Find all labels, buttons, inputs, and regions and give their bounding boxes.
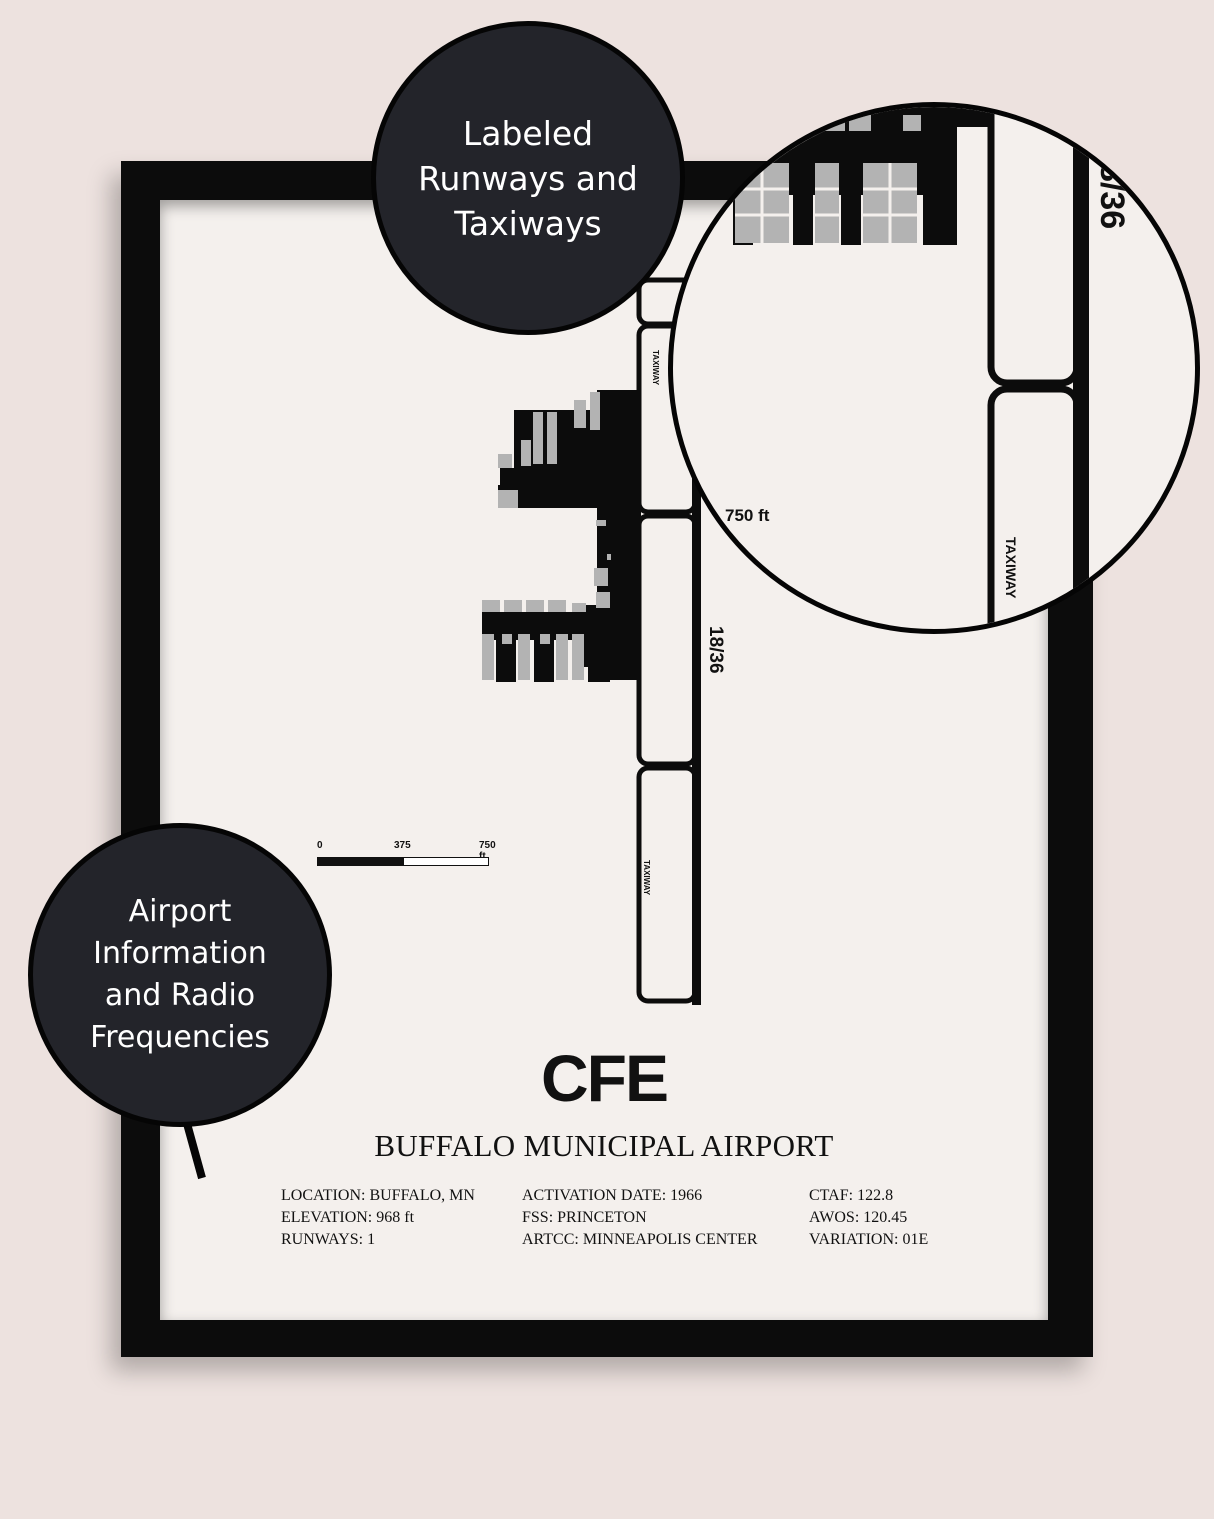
info-artcc: ARTCC: MINNEAPOLIS CENTER bbox=[522, 1231, 758, 1248]
callout-top-line-2: Runways and bbox=[418, 158, 638, 198]
taxiway-label-north: TAXIWAY bbox=[651, 350, 660, 386]
airport-name: BUFFALO MUNICIPAL AIRPORT bbox=[374, 1128, 834, 1163]
scale-mid-label: 375 bbox=[394, 840, 411, 851]
info-ctaf: CTAF: 122.8 bbox=[809, 1187, 894, 1204]
info-elevation: ELEVATION: 968 ft bbox=[281, 1209, 415, 1226]
info-runways: RUNWAYS: 1 bbox=[281, 1231, 376, 1248]
taxiway-label-south: TAXIWAY bbox=[642, 860, 651, 896]
poster-paper: TAXIWAY TAXIWAY 18/36 0 375 750 ft CFE B… bbox=[160, 200, 1048, 1320]
scale-bar-empty bbox=[403, 857, 489, 866]
magnified-scale-label: 750 ft bbox=[725, 506, 770, 525]
scale-zero-label: 0 bbox=[317, 840, 323, 851]
scale-bar-filled bbox=[317, 857, 403, 866]
airport-code: CFE bbox=[541, 1041, 669, 1115]
info-column-2: ACTIVATION DATE: 1966 FSS: PRINCETON ART… bbox=[522, 1185, 758, 1251]
magnified-runway-label: 8/36 bbox=[1093, 163, 1131, 230]
info-variation: VARIATION: 01E bbox=[809, 1231, 929, 1248]
callout-left-line-3: and Radio bbox=[104, 978, 256, 1013]
callout-top-line-3: Taxiways bbox=[454, 203, 602, 243]
info-location: LOCATION: BUFFALO, MN bbox=[281, 1187, 475, 1204]
scale-end-label: 750 ft bbox=[479, 840, 496, 862]
info-awos: AWOS: 120.45 bbox=[809, 1209, 908, 1226]
runway-label: 18/36 bbox=[705, 626, 726, 674]
callout-labeled-runways: Labeled Runways and Taxiways bbox=[371, 21, 685, 335]
info-activation-date: ACTIVATION DATE: 1966 bbox=[522, 1187, 703, 1204]
magnified-taxiway-label: TAXIWAY bbox=[1003, 537, 1019, 599]
callout-airport-info: Airport Information and Radio Frequencie… bbox=[28, 823, 332, 1127]
callout-top-line-1: Labeled bbox=[462, 113, 594, 153]
info-column-1: LOCATION: BUFFALO, MN ELEVATION: 968 ft … bbox=[281, 1185, 475, 1251]
info-column-3: CTAF: 122.8 AWOS: 120.45 VARIATION: 01E bbox=[809, 1185, 928, 1251]
callout-left-line-2: Information bbox=[93, 936, 267, 971]
hangars bbox=[482, 392, 611, 680]
info-fss: FSS: PRINCETON bbox=[522, 1209, 647, 1226]
callout-pointer bbox=[182, 1118, 206, 1180]
scale-bar: 0 375 750 ft bbox=[317, 840, 497, 880]
callout-left-line-4: Frequencies bbox=[90, 1020, 270, 1055]
magnifier-circle: 8/36 TAXIWAY 750 ft bbox=[668, 102, 1200, 634]
magnified-diagram bbox=[733, 107, 1089, 629]
callout-left-line-1: Airport bbox=[128, 894, 232, 929]
